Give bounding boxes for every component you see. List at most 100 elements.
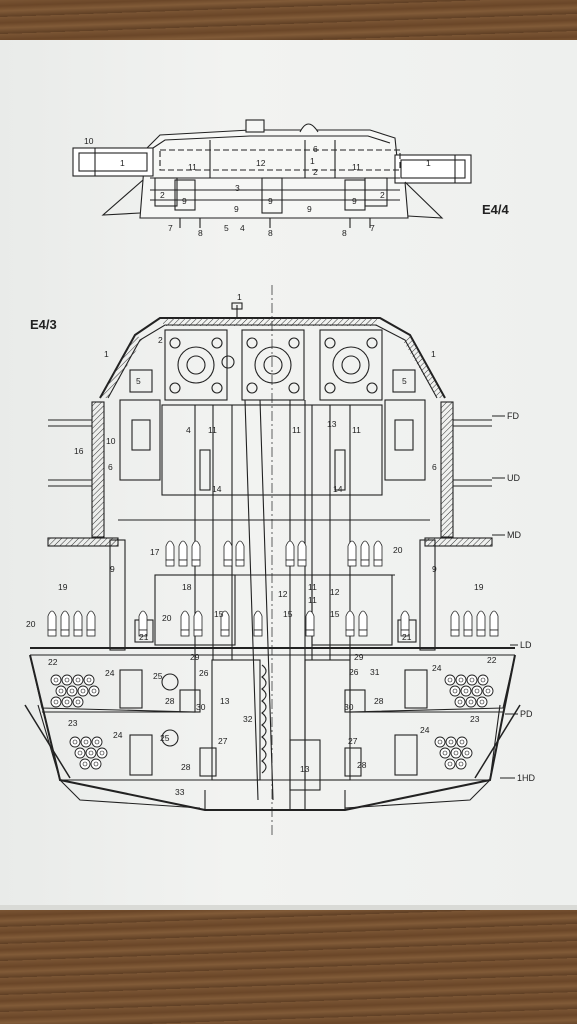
callout: 24 <box>105 668 115 678</box>
callout: 6 <box>432 462 437 472</box>
callout: 21 <box>402 632 412 642</box>
callout: 21 <box>139 632 149 642</box>
callout: 5 <box>136 376 141 386</box>
callout: 1 <box>120 158 125 168</box>
deck-label-ld: LD <box>520 640 532 650</box>
callout: 11 <box>352 162 361 172</box>
deck-label-fd: FD <box>507 411 519 421</box>
callout: 1 <box>237 292 242 302</box>
callout: 27 <box>218 736 228 746</box>
callout: 11 <box>208 425 217 435</box>
callout: 27 <box>348 736 358 746</box>
callout: 24 <box>420 725 430 735</box>
figure-label-e4-4: E4/4 <box>482 202 510 217</box>
callout: 10 <box>84 136 94 146</box>
callout: 3 <box>235 183 240 193</box>
callout: 1 <box>426 158 431 168</box>
callout: 25 <box>160 733 170 743</box>
callout: 1 <box>104 349 109 359</box>
callout: 17 <box>150 547 160 557</box>
callout: 9 <box>182 196 187 206</box>
lower-callouts: 1 2 1 5 5 1 10 16 6 4 11 14 14 11 13 11 … <box>26 292 497 797</box>
callout: 29 <box>354 652 364 662</box>
callout: 9 <box>432 564 437 574</box>
callout: 4 <box>240 223 245 233</box>
callout: 13 <box>327 419 337 429</box>
wood-surface-bottom <box>0 910 577 1024</box>
callout: 2 <box>380 190 385 200</box>
upper-callouts: 10 1 12 6 1 2 2 11 3 11 2 1 9 9 9 9 9 7 … <box>84 136 431 238</box>
callout: 19 <box>474 582 484 592</box>
callout: 15 <box>214 609 224 619</box>
callout: 8 <box>268 228 273 238</box>
callout: 10 <box>106 436 116 446</box>
callout: 28 <box>357 760 367 770</box>
callout: 28 <box>165 696 175 706</box>
callout: 32 <box>243 714 253 724</box>
callout: 2 <box>160 190 165 200</box>
callout: 1 <box>310 156 315 166</box>
callout: 14 <box>333 484 343 494</box>
callout: 1 <box>431 349 436 359</box>
deck-label-pd: PD <box>520 709 533 719</box>
callout: 5 <box>224 223 229 233</box>
deck-labels: FD UD MD LD PD 1HD <box>492 411 536 783</box>
callout: 11 <box>308 595 317 605</box>
callout: 9 <box>268 196 273 206</box>
callout: 22 <box>487 655 497 665</box>
callout: 33 <box>175 787 185 797</box>
callout: 6 <box>313 144 318 154</box>
callout: 20 <box>393 545 403 555</box>
deck-label-md: MD <box>507 530 521 540</box>
figure-label-e4-3: E4/3 <box>30 317 57 332</box>
callout: 7 <box>168 223 173 233</box>
callout: 9 <box>352 196 357 206</box>
callout: 9 <box>307 204 312 214</box>
callout: 15 <box>330 609 340 619</box>
callout: 20 <box>26 619 36 629</box>
callout: 25 <box>153 671 163 681</box>
callout: 28 <box>181 762 191 772</box>
callout: 7 <box>370 223 375 233</box>
callout: 22 <box>48 657 58 667</box>
shell-racks <box>47 540 499 637</box>
callout: 26 <box>349 667 359 677</box>
callout: 8 <box>198 228 203 238</box>
callout: 24 <box>432 663 442 673</box>
callout: 4 <box>186 425 191 435</box>
callout: 19 <box>58 582 68 592</box>
callout: 23 <box>68 718 78 728</box>
callout: 23 <box>470 714 480 724</box>
upper-turret-plan <box>72 119 472 228</box>
callout: 31 <box>370 667 380 677</box>
callout: 13 <box>220 696 230 706</box>
deck-label-ud: UD <box>507 473 520 483</box>
callout: 12 <box>330 587 340 597</box>
callout: 13 <box>300 764 310 774</box>
callout: 5 <box>402 376 407 386</box>
callout: 20 <box>162 613 172 623</box>
callout: 30 <box>344 702 354 712</box>
callout: 12 <box>256 158 266 168</box>
callout: 11 <box>292 425 301 435</box>
callout: 15 <box>283 609 293 619</box>
callout: 29 <box>190 652 200 662</box>
callout: 2 <box>158 335 163 345</box>
callout: 18 <box>182 582 192 592</box>
callout: 11 <box>352 425 361 435</box>
callout: 16 <box>74 446 84 456</box>
callout: 9 <box>234 204 239 214</box>
callout: 8 <box>342 228 347 238</box>
callout: 30 <box>196 702 206 712</box>
callout: 24 <box>113 730 123 740</box>
callout: 26 <box>199 668 209 678</box>
deck-label-1hd: 1HD <box>517 773 536 783</box>
callout: 11 <box>308 582 317 592</box>
callout: 12 <box>278 589 288 599</box>
callout: 28 <box>374 696 384 706</box>
callout: 2 <box>313 167 318 177</box>
callout: 14 <box>212 484 222 494</box>
callout: 9 <box>110 564 115 574</box>
callout: 6 <box>108 462 113 472</box>
